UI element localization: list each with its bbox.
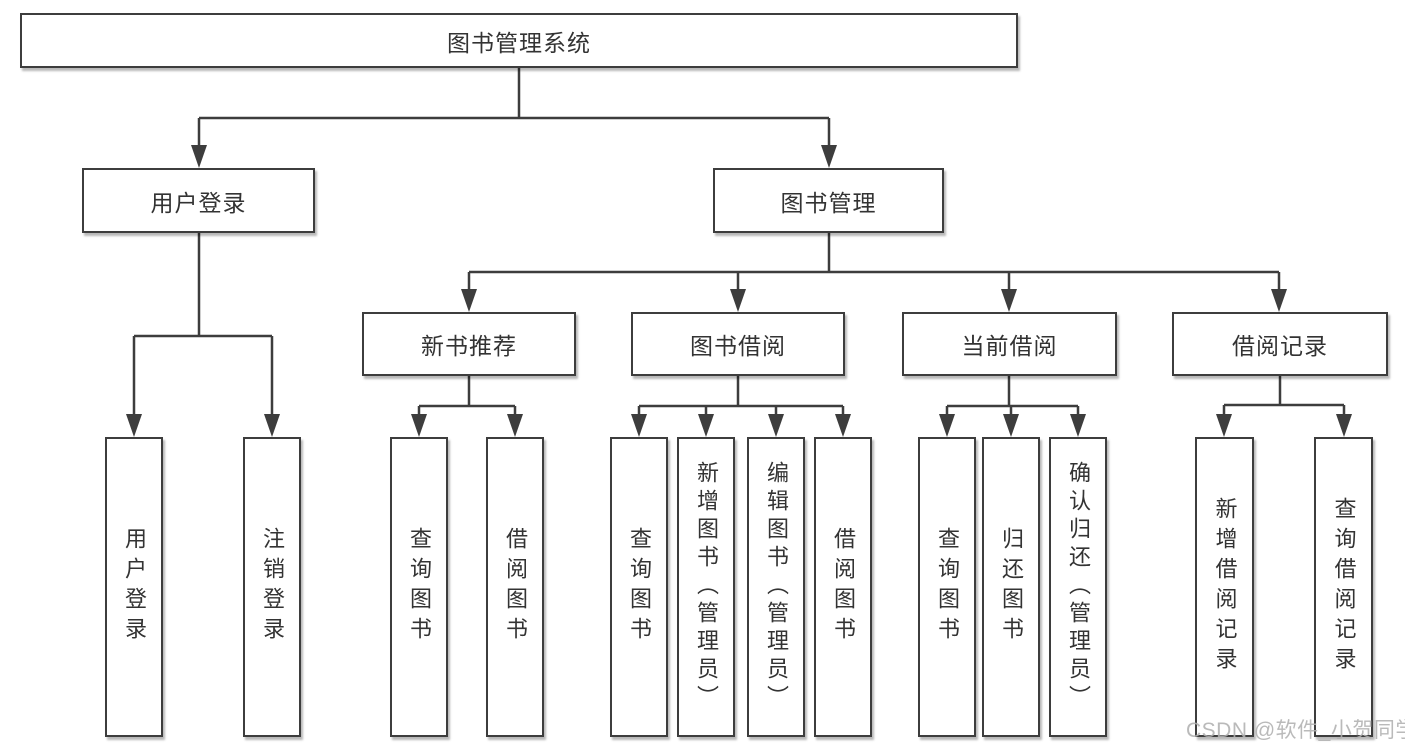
node-leaf-borrow-books-2-label: 借阅图书 bbox=[831, 527, 856, 647]
node-leaf-query-books-2-label: 查询图书 bbox=[627, 527, 652, 647]
node-leaf-query-borrow-record-label: 查询借阅记录 bbox=[1331, 497, 1357, 677]
node-leaf-edit-books-admin-label: 编辑图书（管理员） bbox=[764, 461, 789, 713]
node-leaf-edit-books-admin: 编辑图书（管理员） bbox=[747, 437, 805, 737]
node-library-management-system-label: 图书管理系统 bbox=[447, 29, 591, 56]
node-book-management-label: 图书管理 bbox=[780, 189, 877, 216]
csdn-watermark: CSDN @软件_小贺同学 bbox=[1186, 719, 1405, 742]
node-current-borrowing-label: 当前借阅 bbox=[961, 333, 1058, 359]
node-leaf-add-borrow-record: 新增借阅记录 bbox=[1195, 437, 1254, 737]
node-leaf-user-login-label: 用户登录 bbox=[122, 527, 147, 647]
node-leaf-query-books-1-label: 查询图书 bbox=[407, 527, 432, 647]
node-leaf-return-books: 归还图书 bbox=[982, 437, 1040, 737]
node-borrowing-records: 借阅记录 bbox=[1172, 312, 1388, 376]
node-borrowing-records-label: 借阅记录 bbox=[1232, 333, 1328, 359]
node-leaf-add-borrow-record-label: 新增借阅记录 bbox=[1212, 497, 1238, 677]
node-leaf-query-books-3: 查询图书 bbox=[918, 437, 976, 737]
node-leaf-logout-label: 注销登录 bbox=[260, 527, 285, 647]
node-leaf-confirm-return-admin: 确认归还（管理员） bbox=[1049, 437, 1107, 737]
node-leaf-query-borrow-record: 查询借阅记录 bbox=[1314, 437, 1373, 737]
node-leaf-query-books-1: 查询图书 bbox=[390, 437, 448, 737]
node-user-login-label: 用户登录 bbox=[150, 189, 247, 216]
node-new-book-recommendation: 新书推荐 bbox=[362, 312, 576, 376]
node-leaf-user-login: 用户登录 bbox=[105, 437, 163, 737]
node-leaf-borrow-books-1: 借阅图书 bbox=[486, 437, 544, 737]
node-leaf-add-books-admin: 新增图书（管理员） bbox=[677, 437, 735, 737]
node-leaf-query-books-2: 查询图书 bbox=[610, 437, 668, 737]
node-leaf-query-books-3-label: 查询图书 bbox=[935, 527, 960, 647]
node-leaf-confirm-return-admin-label: 确认归还（管理员） bbox=[1066, 461, 1091, 713]
node-book-management: 图书管理 bbox=[713, 168, 944, 233]
node-library-management-system: 图书管理系统 bbox=[20, 13, 1018, 68]
node-leaf-return-books-label: 归还图书 bbox=[999, 527, 1024, 647]
node-leaf-borrow-books-1-label: 借阅图书 bbox=[503, 527, 528, 647]
node-user-login: 用户登录 bbox=[82, 168, 315, 233]
node-leaf-borrow-books-2: 借阅图书 bbox=[814, 437, 872, 737]
node-current-borrowing: 当前借阅 bbox=[902, 312, 1117, 376]
node-new-book-recommendation-label: 新书推荐 bbox=[421, 333, 517, 359]
node-leaf-add-books-admin-label: 新增图书（管理员） bbox=[694, 461, 719, 713]
node-leaf-logout: 注销登录 bbox=[243, 437, 301, 737]
node-book-borrowing: 图书借阅 bbox=[631, 312, 845, 376]
node-book-borrowing-label: 图书借阅 bbox=[690, 333, 786, 359]
